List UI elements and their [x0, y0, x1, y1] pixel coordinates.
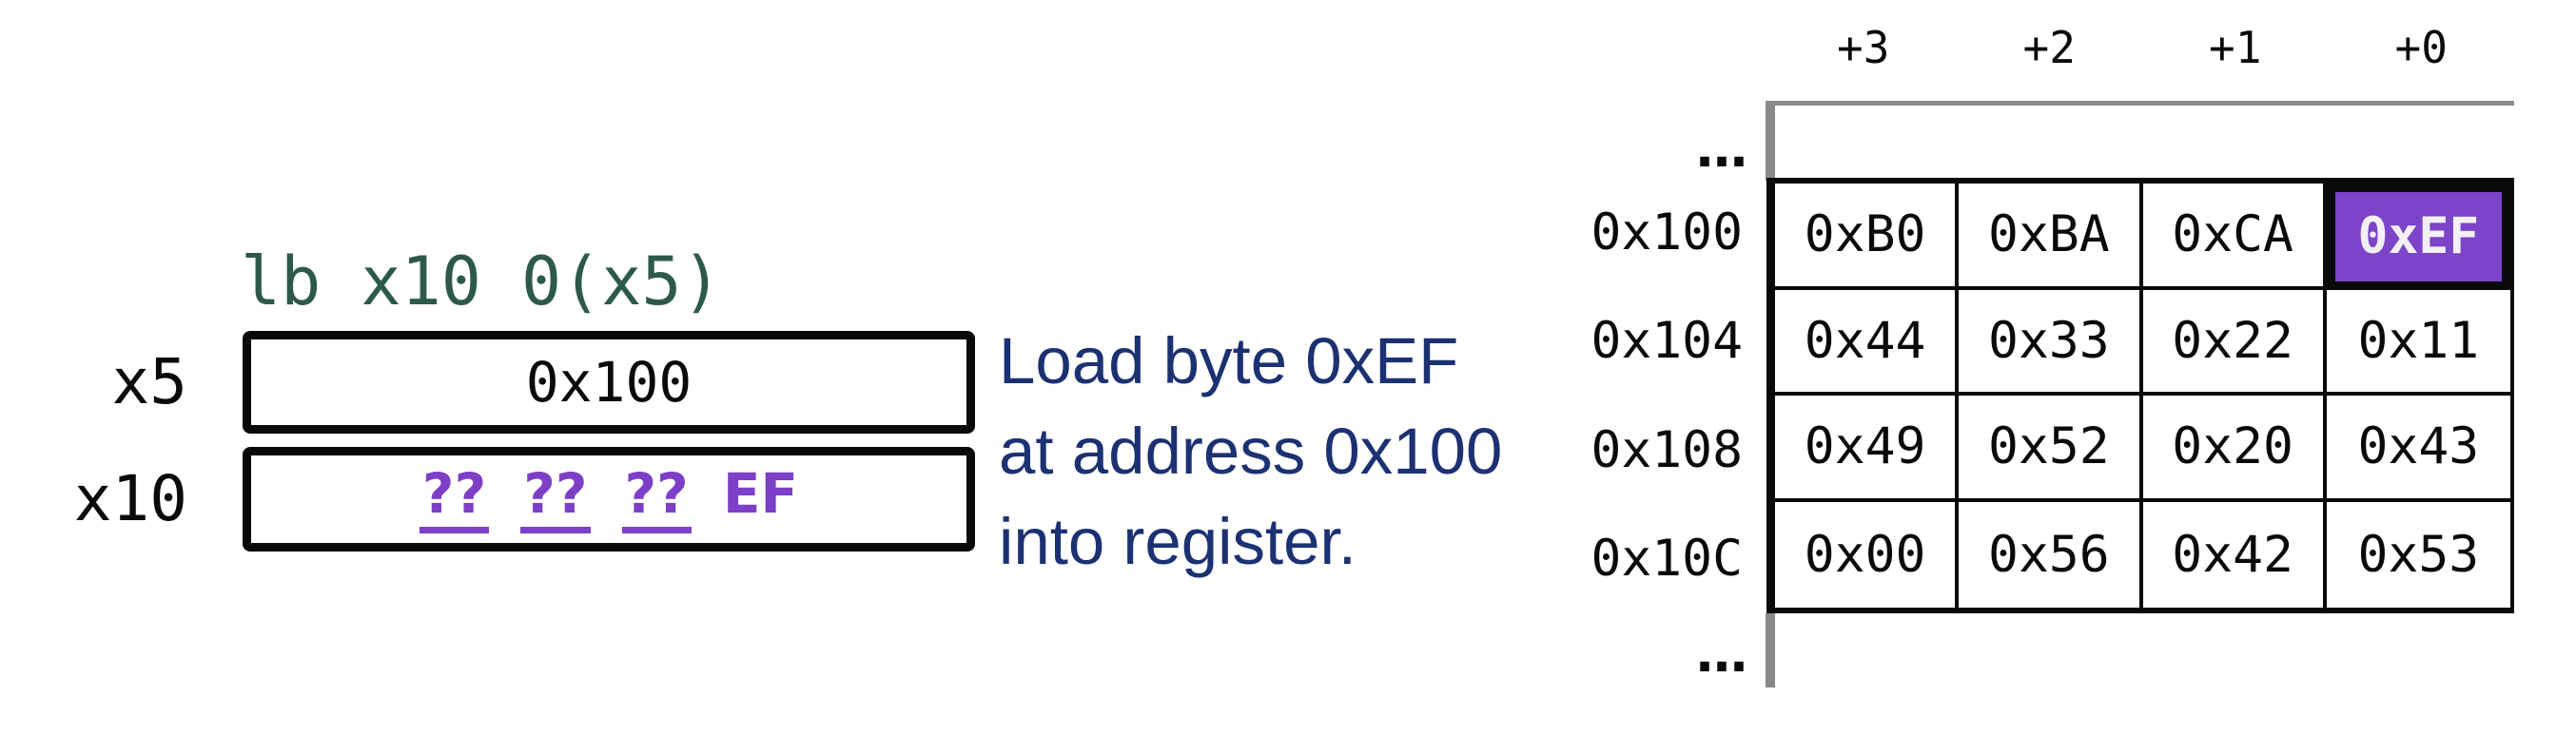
byte-offset-headers: +3 +2 +1 +0	[1770, 19, 2514, 76]
assembly-instruction: lb x10 0(x5)	[241, 242, 722, 320]
memory-cell: 0x53	[2326, 501, 2510, 608]
unknown-byte-3: ??	[419, 466, 490, 533]
memory-ellipsis-top: …	[1696, 119, 1747, 179]
memory-address-labels: 0x100 0x104 0x108 0x10C	[1522, 178, 1743, 613]
memory-cell: 0x52	[1959, 396, 2143, 502]
offset-header-plus0: +0	[2394, 22, 2448, 73]
memory-cell-highlighted: 0xEF	[2326, 184, 2510, 290]
memory-continuation-bar-top	[1766, 101, 1775, 181]
unknown-byte-1: ??	[621, 466, 692, 533]
register-x10-box: ?? ?? ?? EF	[243, 447, 975, 552]
memory-byte-grid: 0xB0 0xBA 0xCA 0xEF 0x44 0x33 0x22 0x11 …	[1766, 178, 2514, 613]
memory-cell: 0x44	[1775, 289, 1960, 396]
memory-cell: 0x20	[2142, 396, 2327, 502]
caption-line-3: into register.	[999, 505, 1356, 578]
memory-cell: 0x43	[2326, 396, 2510, 502]
register-x10-value: ?? ?? ?? EF	[419, 460, 799, 533]
unknown-byte-2: ??	[520, 466, 591, 533]
memory-cell: 0x22	[2142, 289, 2327, 396]
memory-cell: 0x33	[1959, 289, 2143, 396]
register-x5-value: 0x100	[525, 350, 693, 415]
memory-ellipsis-bottom: …	[1696, 624, 1747, 684]
memory-cell: 0xBA	[1959, 184, 2143, 290]
caption-text: Load byte 0xEF at address 0x100 into reg…	[999, 316, 1627, 587]
offset-header-plus1: +1	[2209, 22, 2262, 73]
address-label-0x10C: 0x10C	[1590, 530, 1743, 589]
memory-continuation-bar-bottom	[1766, 613, 1775, 688]
offset-header-plus3: +3	[1837, 22, 1890, 73]
address-label-0x108: 0x108	[1590, 420, 1743, 479]
address-label-0x100: 0x100	[1590, 203, 1743, 261]
memory-cell: 0xB0	[1775, 184, 1960, 290]
memory-cell: 0x49	[1775, 396, 1960, 502]
offset-header-plus2: +2	[2022, 22, 2076, 73]
memory-cell: 0x11	[2326, 289, 2510, 396]
memory-cell: 0xCA	[2142, 184, 2327, 290]
loaded-byte-value: EF	[722, 460, 799, 526]
caption-line-1: Load byte 0xEF	[999, 324, 1459, 397]
address-label-0x104: 0x104	[1590, 312, 1743, 371]
register-x5-label: x5	[111, 345, 187, 418]
memory-cell: 0x56	[1959, 501, 2143, 608]
register-x10-label: x10	[73, 462, 187, 535]
register-x5-box: 0x100	[243, 331, 975, 434]
caption-line-2: at address 0x100	[999, 415, 1503, 488]
memory-top-edge-line	[1766, 101, 2514, 106]
memory-cell: 0x00	[1775, 501, 1960, 608]
memory-cell: 0x42	[2142, 501, 2327, 608]
